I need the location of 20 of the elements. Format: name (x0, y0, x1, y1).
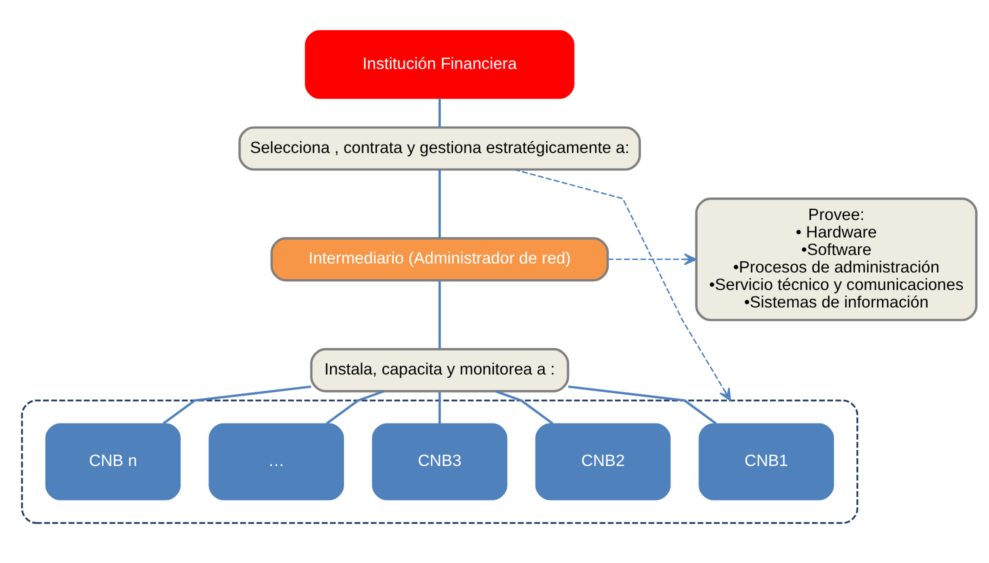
node-box: CNB1 (698, 423, 834, 500)
cluster (21, 400, 858, 524)
connector (438, 98, 441, 128)
connector (326, 390, 384, 424)
node-box: Institución Financiera (304, 30, 574, 99)
node-box: CNB2 (535, 423, 671, 500)
node-box: Intermediario (Administrador de red) (270, 237, 609, 282)
node-box: Selecciona , contrata y gestiona estratégicamente a: (238, 126, 641, 171)
connector (438, 392, 441, 424)
node-box: CNB n (45, 423, 181, 500)
arrow (608, 253, 697, 266)
node-box: … (208, 423, 344, 500)
connector (438, 170, 441, 238)
node-box: Provee: • Hardware •Software •Procesos de administración •Servicio técnico y comunicaciones •Sistemas de información (695, 198, 978, 322)
connector (438, 280, 441, 349)
node-box: CNB3 (372, 423, 508, 500)
connector (162, 385, 312, 424)
node-box: Instala, capacita y monitorea a : (310, 348, 570, 392)
connector (568, 385, 717, 424)
arrow (514, 168, 732, 402)
